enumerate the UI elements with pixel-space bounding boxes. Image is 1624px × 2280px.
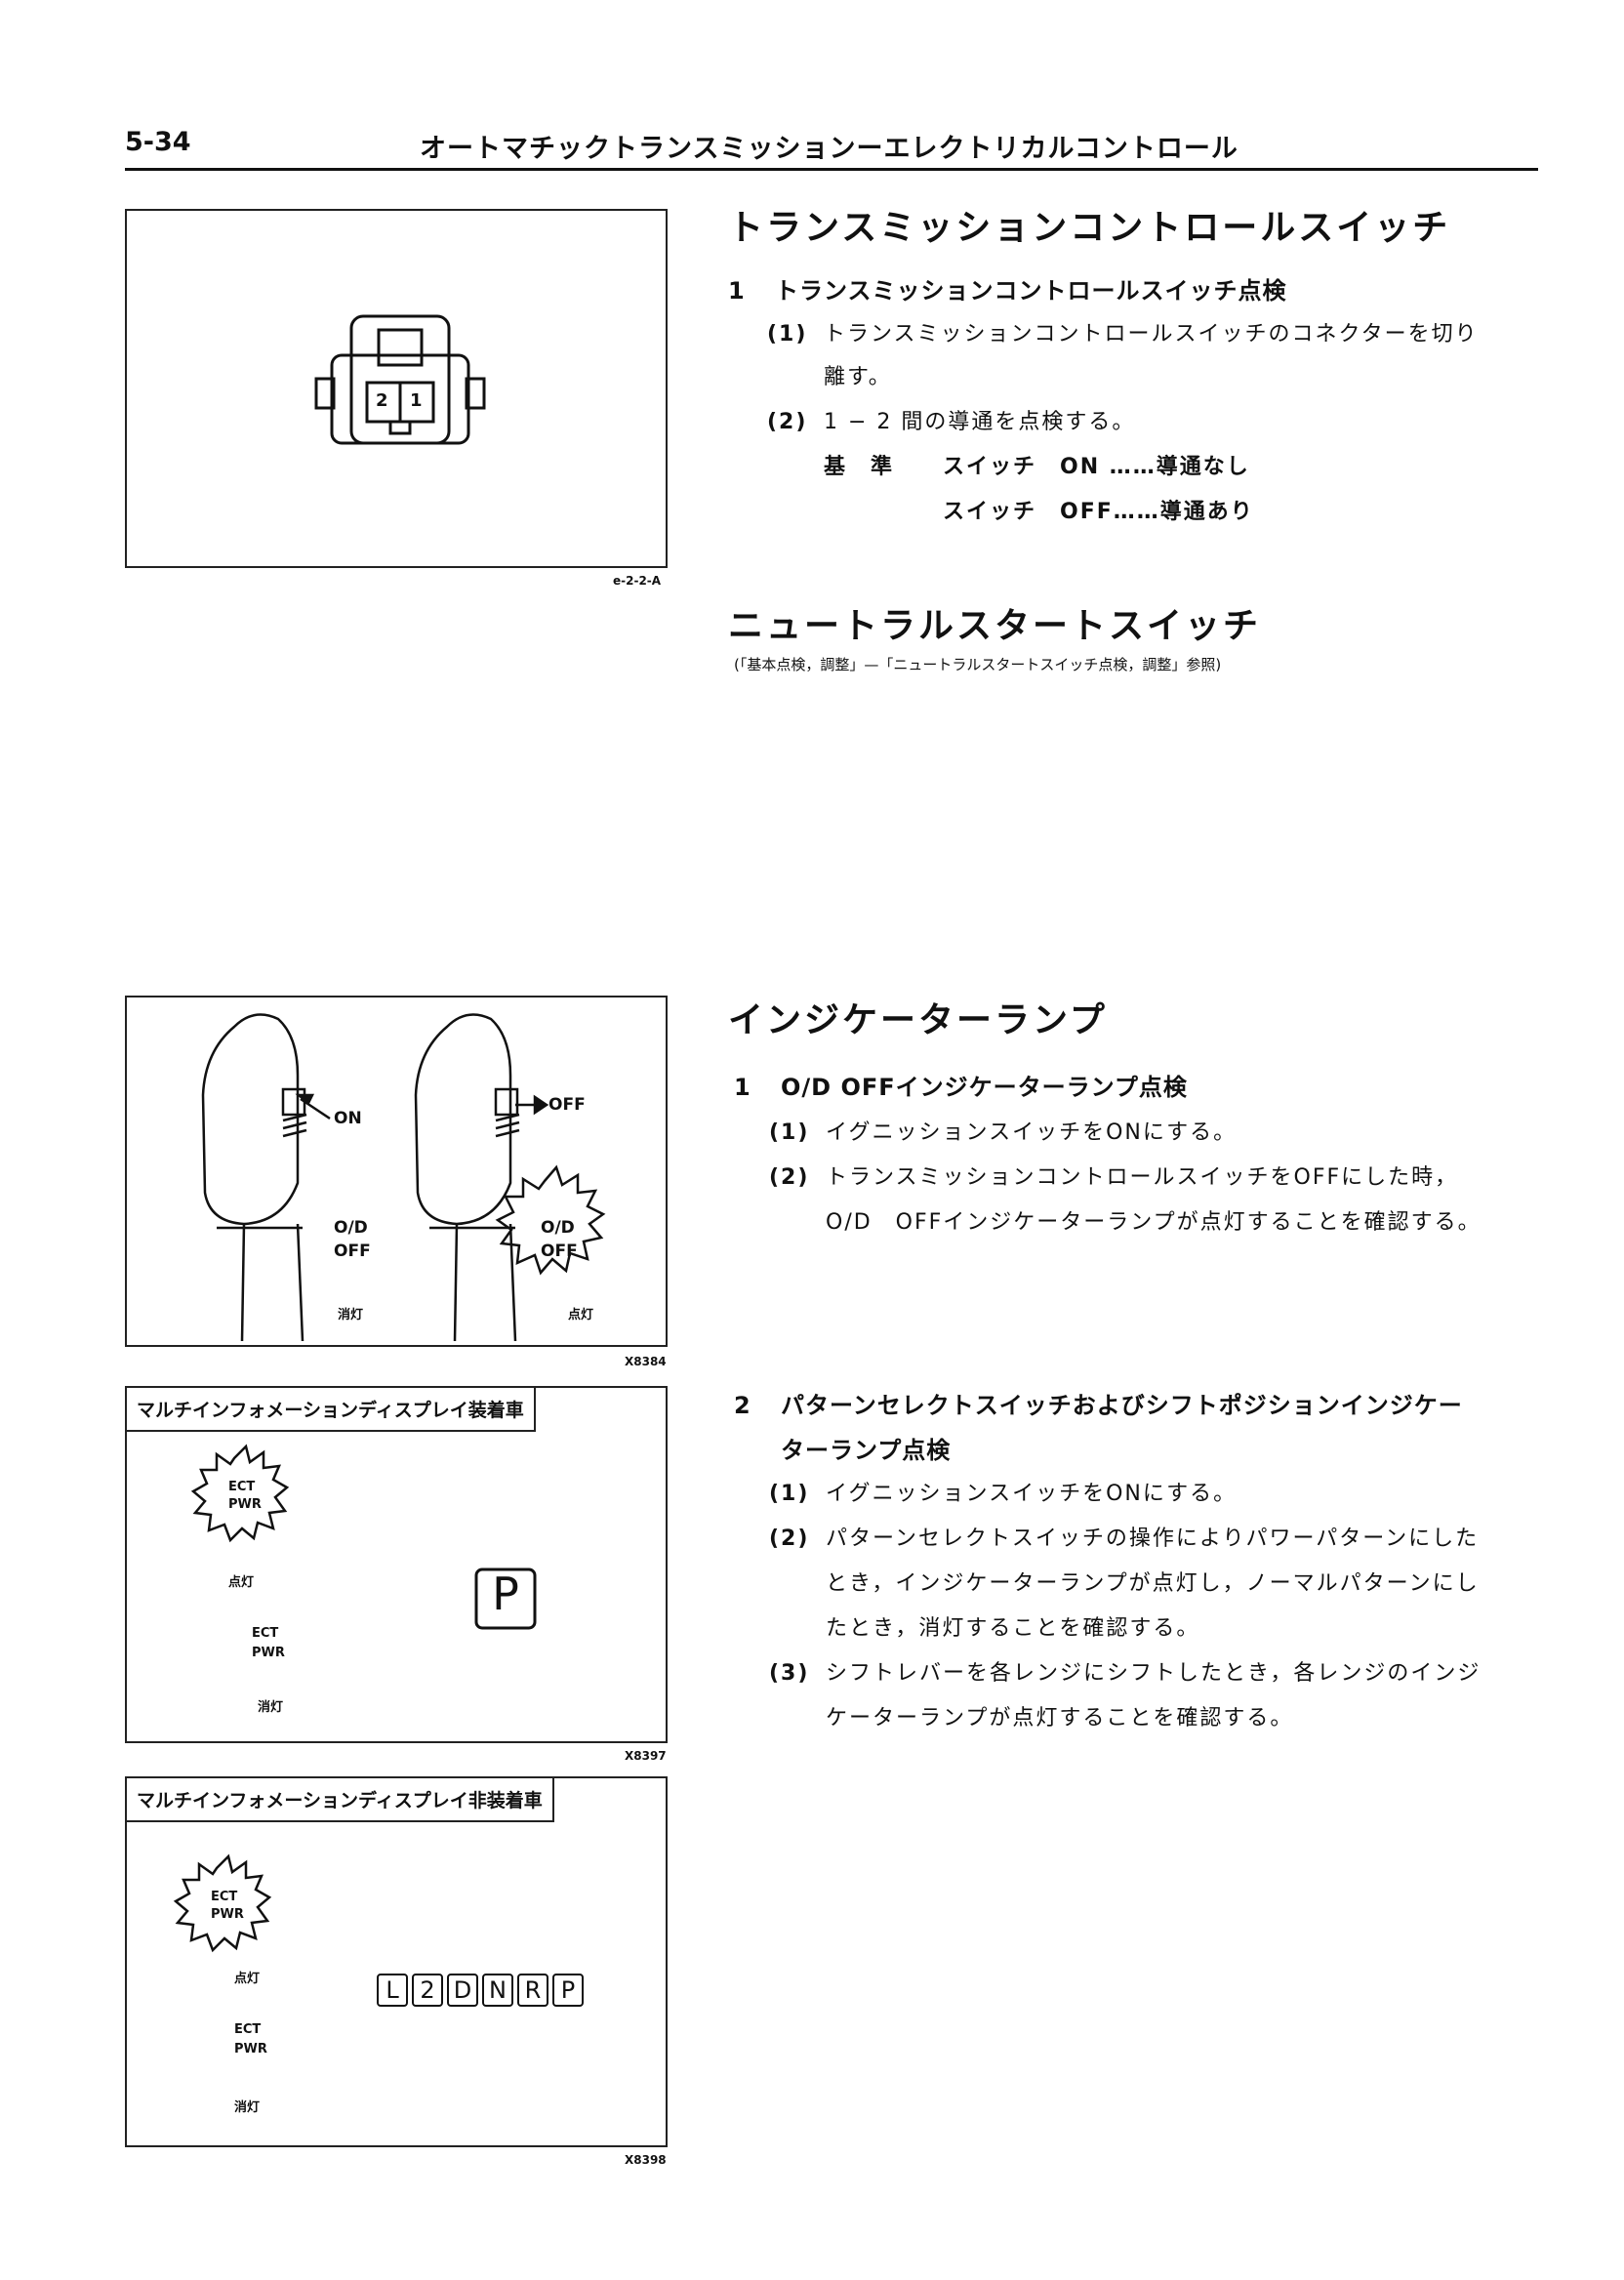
position-2: 2 [412,1974,443,2007]
item-number: (1) [767,322,808,346]
position-n: N [482,1974,513,2007]
section-heading-control-switch: トランスミッションコントロールスイッチ [728,208,1451,248]
ect-pwr-figure-without-display: マルチインフォメーションディスプレイ非装着車 ECT PWR 点灯 ECT PW… [125,1776,668,2147]
item-text: イグニッションスイッチをONにする。 [826,1120,1238,1145]
status-lit: 点灯 [228,1575,255,1590]
step-1-title: 1 トランスミッションコントロールスイッチ点検 [728,271,1287,305]
off-label-right: OFF [541,1242,578,1261]
figure-code: X8384 [625,1355,667,1368]
shift-knob-drawing [201,1013,606,1342]
off-label-left: OFF [334,1242,371,1261]
position-p: P [552,1974,584,2007]
item-text: イグニッションスイッチをONにする。 [826,1482,1238,1506]
reference-note: (「基本点検，調整」—「ニュートラルスタートスイッチ点検，調整」参照) [734,656,1222,673]
step-title: トランスミッションコントロールスイッチ点検 [775,277,1287,305]
step-number: 1 [734,1074,751,1101]
page-number: 5-34 [125,127,191,157]
standard-row-off: スイッチ OFF……導通あり [943,500,1254,524]
ect-label-lit: ECT [211,1890,238,1904]
item-1: (1) トランスミッションコントロールスイッチのコネクターを切り [767,316,1479,347]
item-number: (3) [769,1661,810,1686]
figure-code: X8398 [625,2153,667,2167]
position-l: L [377,1974,408,2007]
status-lit: 点灯 [568,1308,594,1323]
status-unlit: 消灯 [338,1308,364,1323]
item-2-cont: O/D OFFインジケーターランプが点灯することを確認する。 [826,1210,1482,1235]
item-2-cont: たとき，消灯することを確認する。 [826,1616,1200,1641]
shift-knob-figure: ON OFF O/D OFF O/D OFF 消灯 点灯 [125,996,668,1347]
pin-2-label: 2 [376,390,388,411]
pwr-label-unlit: PWR [252,1646,285,1660]
connector-drawing [314,314,486,445]
od-label-right: O/D [541,1218,575,1238]
item-1-cont: 離す。 [824,365,892,389]
item-2: (2) パターンセレクトスイッチの操作によりパワーパターンにした [769,1521,1479,1552]
figure-code: X8397 [625,1749,667,1763]
step-2-title: 2 パターンセレクトスイッチおよびシフトポジションインジケー [734,1386,1463,1420]
position-r: R [517,1974,548,2007]
pwr-label-lit: PWR [211,1907,244,1922]
status-unlit: 消灯 [258,1700,284,1715]
item-1: (1) イグニッションスイッチをONにする。 [769,1115,1237,1146]
step-title: パターンセレクトスイッチおよびシフトポジションインジケー [781,1392,1463,1419]
step-1-title: 1 O/D OFFインジケーターランプ点検 [734,1068,1188,1102]
item-3: (3) シフトレバーを各レンジにシフトしたとき，各レンジのインジ [769,1655,1481,1687]
pin-1-label: 1 [410,390,423,411]
item-text: 1 − 2 間の導通を点検する。 [824,410,1136,434]
item-3-cont: ケーターランプが点灯することを確認する。 [826,1706,1294,1730]
starburst-drawing [173,1853,272,1953]
status-lit: 点灯 [234,1972,261,1986]
figure-code: e-2-2-A [613,574,662,588]
figure-caption: マルチインフォメーションディスプレイ装着車 [125,1386,536,1432]
item-1: (1) イグニッションスイッチをONにする。 [769,1476,1237,1507]
section-heading-indicator-lamp: インジケーターランプ [728,1000,1108,1040]
starburst-drawing [190,1444,537,1630]
standard-row-on: スイッチ ON ……導通なし [943,455,1250,479]
item-text: トランスミッションコントロールスイッチのコネクターを切り [824,322,1479,346]
standard-label: 基 準 [824,455,895,479]
pwr-label-lit: PWR [228,1497,262,1512]
step-number: 2 [734,1392,751,1419]
header-rule [125,168,1538,171]
ect-label-unlit: ECT [252,1626,279,1641]
label-off: OFF [548,1095,586,1115]
step-2-title-cont: ターランプ点検 [781,1437,952,1464]
item-2: (2) トランスミッションコントロールスイッチをOFFにした時， [769,1160,1458,1191]
pwr-label-unlit: PWR [234,2042,267,2056]
ect-pwr-figure-with-display: マルチインフォメーションディスプレイ装着車 ECT PWR 点灯 ECT PWR… [125,1386,668,1743]
item-text: パターンセレクトスイッチの操作によりパワーパターンにした [826,1527,1480,1551]
item-number: (1) [769,1482,810,1506]
park-indicator: P [492,1568,519,1620]
ect-label-lit: ECT [228,1480,256,1494]
item-2: (2) 1 − 2 間の導通を点検する。 [767,404,1135,435]
position-d: D [447,1974,478,2007]
figure-caption: マルチインフォメーションディスプレイ非装着車 [125,1776,554,1822]
shift-position-indicator: L 2 D N R P [377,1974,584,2007]
label-on: ON [334,1109,362,1128]
status-unlit: 消灯 [234,2100,261,2115]
section-heading-neutral-start: ニュートラルスタートスイッチ [728,606,1262,646]
ect-label-unlit: ECT [234,2022,262,2037]
item-number: (2) [769,1165,810,1190]
item-number: (1) [769,1120,810,1145]
item-number: (2) [767,410,808,434]
item-text: トランスミッションコントロールスイッチをOFFにした時， [826,1165,1459,1190]
running-title: オートマチックトランスミッションーエレクトリカルコントロール [420,134,1238,164]
od-label-left: O/D [334,1218,368,1238]
item-number: (2) [769,1527,810,1551]
step-title: O/D OFFインジケーターランプ点検 [781,1074,1188,1101]
item-text: シフトレバーを各レンジにシフトしたとき，各レンジのインジ [826,1661,1482,1686]
item-2-cont: とき，インジケーターランプが点灯し，ノーマルパターンにし [826,1571,1480,1596]
step-number: 1 [728,277,746,305]
connector-figure: 2 1 [125,209,668,568]
